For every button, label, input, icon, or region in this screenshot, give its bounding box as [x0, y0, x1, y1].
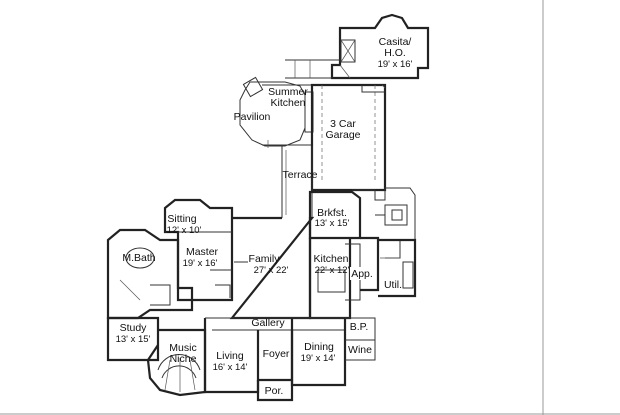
- garage-name-1: 3 Car: [330, 118, 356, 130]
- terrace-label: Terrace: [282, 169, 317, 181]
- living-walls: [203, 317, 376, 402]
- gallery-label: Gallery: [251, 317, 285, 329]
- family-label: Family 27' x 22': [249, 253, 289, 276]
- study-size: 13' x 15': [116, 334, 151, 345]
- pavilion-walls: [239, 76, 314, 148]
- mbath-label: M.Bath: [122, 252, 155, 264]
- summer-kitchen-name-2: Kitchen: [270, 97, 305, 109]
- kitchen-size: 22' x 12': [315, 265, 350, 276]
- mbath-walls: [106, 228, 194, 320]
- master-walls: [163, 198, 234, 302]
- brkfst-size: 13' x 15': [315, 218, 350, 229]
- casita-walls: [330, 13, 430, 80]
- music-niche-label: Music Niche: [169, 342, 196, 365]
- foyer-label: Foyer: [263, 348, 290, 360]
- family-name: Family: [249, 253, 281, 265]
- brkfst-name: Brkfst.: [317, 207, 347, 219]
- casita-name-1: Casita/: [379, 36, 412, 48]
- pavilion-label: Pavilion: [234, 111, 271, 123]
- porch-label: Por.: [265, 385, 284, 397]
- master-size: 19' x 16': [183, 258, 218, 269]
- casita-name-2: H.O.: [384, 47, 406, 59]
- dining-size: 19' x 14': [301, 353, 336, 364]
- bp-label: B.P.: [350, 321, 369, 333]
- living-size: 16' x 14': [213, 362, 248, 373]
- study-name: Study: [120, 322, 148, 334]
- casita-size: 19' x 16': [378, 59, 413, 70]
- family-size: 27' x 22': [254, 265, 289, 276]
- summer-kitchen-name-1: Summer: [268, 86, 308, 98]
- living-label: Living 16' x 14': [213, 350, 248, 373]
- study-label: Study 13' x 15': [116, 322, 151, 345]
- study-walls: [106, 316, 160, 362]
- sitting-name: Sitting: [167, 213, 196, 225]
- garage-label: 3 Car Garage: [325, 118, 360, 141]
- sitting-size: 12' x 10': [167, 225, 202, 236]
- breezeway: [285, 59, 340, 79]
- kitchen-label: Kitchen 22' x 12': [313, 253, 349, 276]
- sitting-label: Sitting 12' x 10': [167, 213, 202, 236]
- living-name: Living: [216, 350, 244, 362]
- util-label: Util.: [384, 279, 402, 291]
- terrace-area: [281, 146, 313, 218]
- music-name-2: Niche: [170, 353, 197, 365]
- garage-name-2: Garage: [325, 129, 360, 141]
- music-name-1: Music: [169, 342, 196, 354]
- wine-label: Wine: [348, 344, 372, 356]
- master-name: Master: [186, 246, 219, 258]
- master-label: Master 19' x 16': [183, 246, 219, 269]
- dining-label: Dining 19' x 14': [301, 341, 336, 364]
- dining-name: Dining: [304, 341, 334, 353]
- brkfst-label: Brkfst. 13' x 15': [315, 207, 350, 229]
- summer-kitchen-label: Summer Kitchen: [268, 86, 308, 109]
- kitchen-name: Kitchen: [313, 253, 348, 265]
- app-label: App.: [351, 268, 373, 280]
- casita-label: Casita/ H.O. 19' x 16': [378, 36, 413, 70]
